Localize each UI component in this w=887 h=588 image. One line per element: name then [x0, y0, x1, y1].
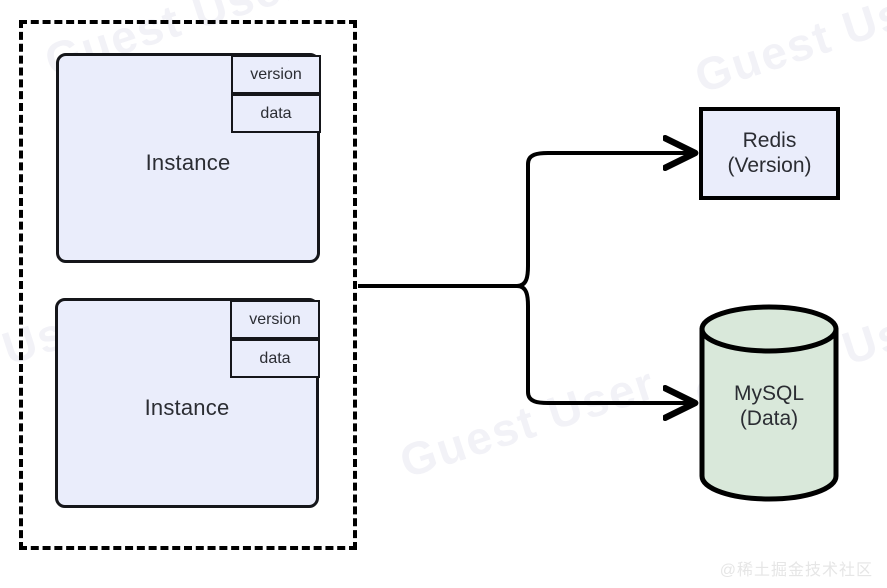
redis-name: Redis [742, 128, 797, 152]
instance-group-boundary [19, 20, 357, 550]
instance-1-port-version[interactable]: version [231, 55, 321, 94]
redis-subtitle: (Version) [727, 153, 812, 177]
instance-2-port-version[interactable]: version [230, 300, 320, 339]
watermark-guest-user: Guest User [688, 0, 887, 103]
cylinder-shape [699, 304, 839, 502]
redis-node[interactable]: Redis (Version) [699, 107, 840, 200]
instance-label: Instance [145, 150, 231, 175]
instance-1-port-data[interactable]: data [231, 94, 321, 133]
watermark-guest-user: Guest User [393, 356, 662, 488]
instance-2-port-data[interactable]: data [230, 339, 320, 378]
instance-label: Instance [144, 395, 230, 420]
credit-watermark: @稀土掘金技术社区 [719, 562, 873, 579]
mysql-node[interactable]: MySQL (Data) [698, 303, 840, 502]
